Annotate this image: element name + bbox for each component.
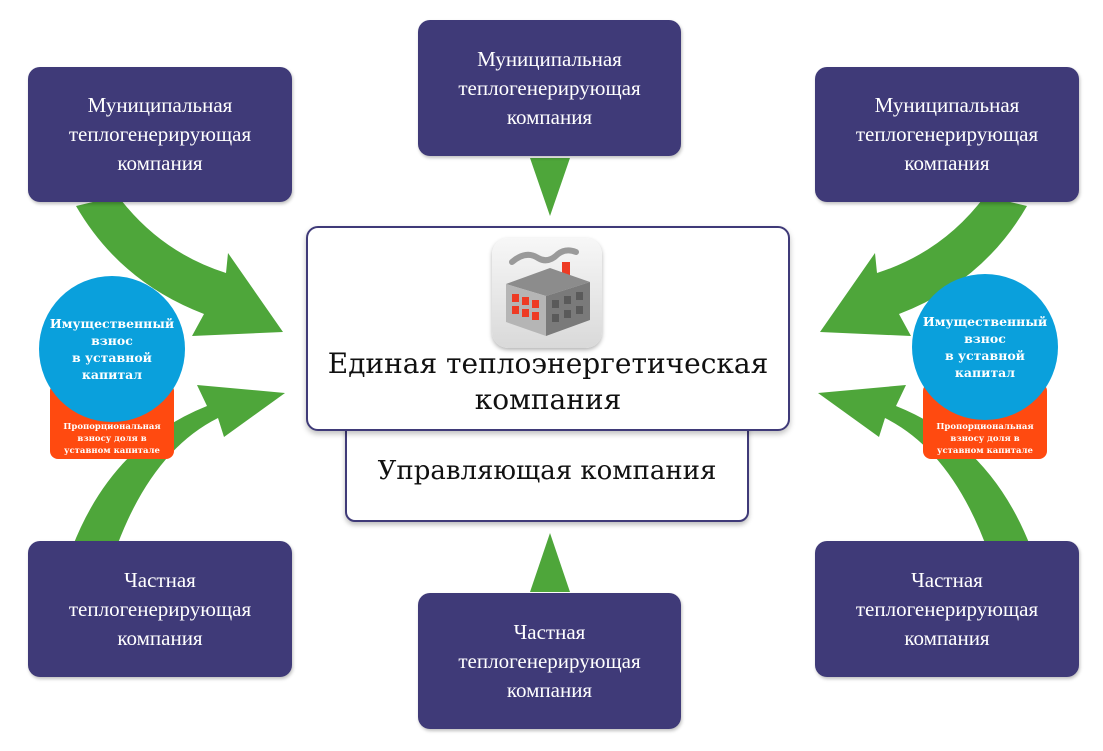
center-title-line: Единая теплоэнергетическая bbox=[327, 347, 769, 380]
share-line: взносу доля в bbox=[950, 434, 1020, 444]
arrow-bottom-center bbox=[530, 533, 570, 592]
box-line: компания bbox=[117, 625, 203, 650]
municipal-company-top-left: Муниципальная теплогенерирующая компания bbox=[28, 67, 292, 202]
circle-line: взнос bbox=[964, 331, 1006, 346]
box-line: компания bbox=[904, 151, 990, 175]
arrow-bottom-right bbox=[818, 385, 1031, 554]
arrow-bottom-left bbox=[72, 385, 285, 554]
box-line: Муниципальная bbox=[477, 46, 622, 71]
box-line: теплогенерирующая bbox=[68, 122, 252, 146]
share-line: уставном капитале bbox=[64, 446, 160, 456]
center-title: Единая теплоэнергетическая компания bbox=[308, 346, 788, 418]
box-line: теплогенерирующая bbox=[855, 596, 1039, 621]
box-line: теплогенерирующая bbox=[458, 75, 641, 100]
share-line: взносу доля в bbox=[77, 434, 147, 444]
box-line: Частная bbox=[911, 567, 983, 592]
box-line: теплогенерирующая bbox=[458, 648, 641, 673]
box-line: компания bbox=[506, 104, 593, 129]
box-line: компания bbox=[506, 677, 593, 702]
arrow-top-left bbox=[76, 196, 283, 336]
left-property-contribution-circle: Имущественный взнос в уставной капитал bbox=[39, 276, 185, 422]
box-line: Частная bbox=[513, 619, 586, 644]
unified-heat-energy-company: Единая теплоэнергетическая компания bbox=[306, 226, 790, 431]
circle-line: взнос bbox=[91, 333, 133, 348]
box-line: Частная bbox=[124, 567, 196, 592]
box-line: Муниципальная bbox=[874, 93, 1020, 117]
arrow-top-center bbox=[530, 158, 570, 216]
box-line: Муниципальная bbox=[87, 93, 233, 117]
box-line: компания bbox=[904, 625, 990, 650]
arrow-top-right bbox=[820, 196, 1027, 336]
box-line: теплогенерирующая bbox=[68, 596, 252, 621]
box-line: компания bbox=[117, 151, 203, 175]
circle-line: в уставной bbox=[945, 348, 1025, 363]
municipal-company-top-right: Муниципальная теплогенерирующая компания bbox=[815, 67, 1079, 202]
factory-icon bbox=[492, 238, 602, 348]
private-company-bottom-right: Частная теплогенерирующая компания bbox=[815, 541, 1079, 677]
private-company-bottom-center: Частная теплогенерирующая компания bbox=[418, 593, 681, 729]
share-line: уставном капитале bbox=[937, 446, 1033, 456]
right-property-contribution-circle: Имущественный взнос в уставной капитал bbox=[912, 274, 1058, 420]
municipal-company-top-center: Муниципальная теплогенерирующая компания bbox=[418, 20, 681, 156]
center-title-line: компания bbox=[474, 383, 622, 416]
share-line: Пропорциональная bbox=[936, 422, 1034, 432]
share-line: Пропорциональная bbox=[63, 422, 161, 432]
management-company-label: Управляющая компания bbox=[377, 456, 717, 486]
private-company-bottom-left: Частная теплогенерирующая компания bbox=[28, 541, 292, 677]
box-line: теплогенерирующая bbox=[855, 122, 1039, 146]
circle-line: Имущественный bbox=[922, 314, 1048, 329]
circle-line: Имущественный bbox=[49, 316, 175, 331]
circle-line: капитал bbox=[81, 367, 143, 382]
circle-line: в уставной bbox=[72, 350, 152, 365]
circle-line: капитал bbox=[954, 365, 1016, 380]
